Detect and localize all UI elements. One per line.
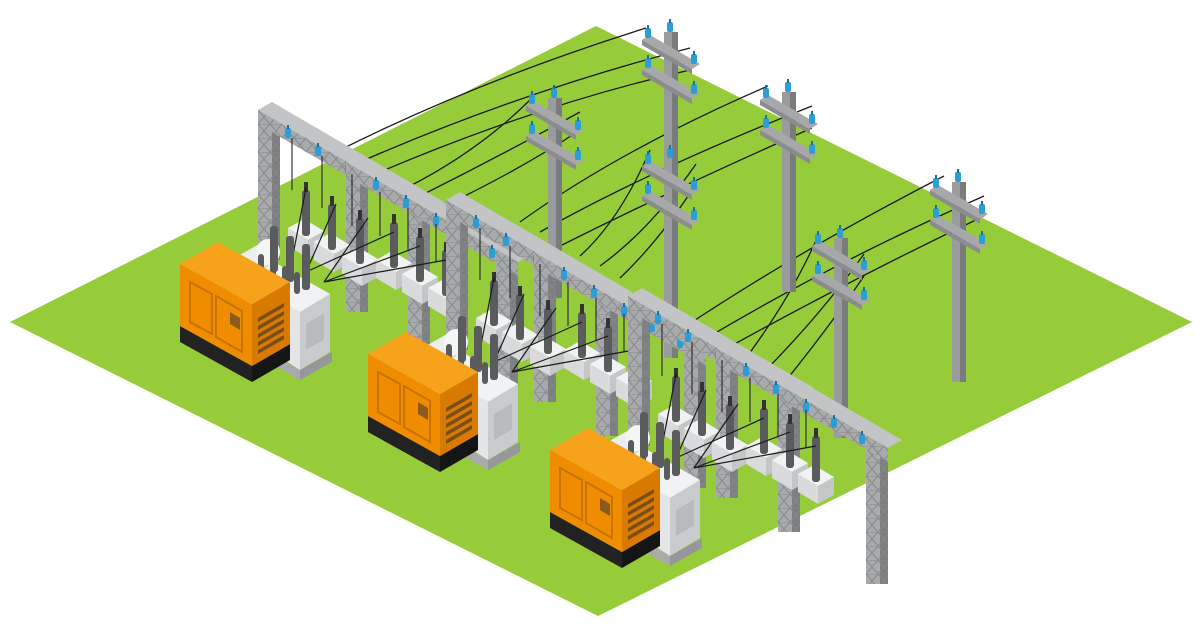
overhead-wires: [339, 27, 985, 389]
